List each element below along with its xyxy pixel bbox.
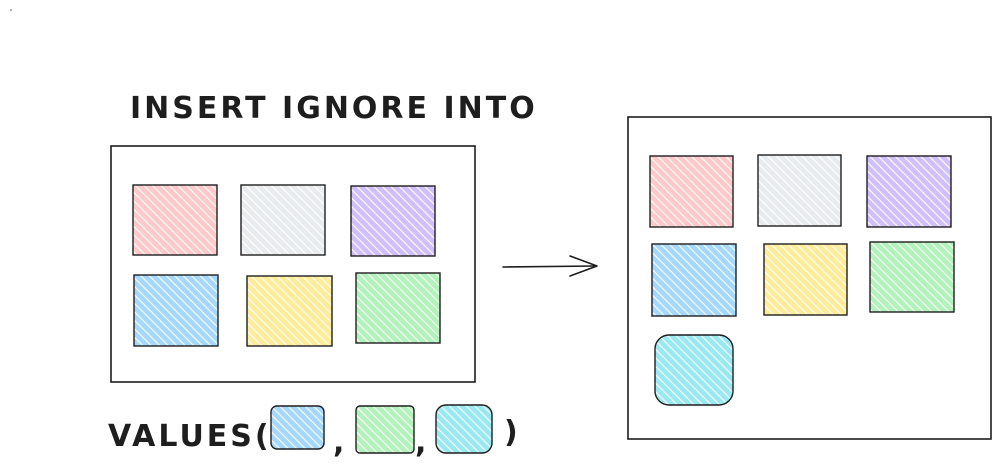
values-label: VALUES( — [108, 419, 272, 454]
source-row-gray — [240, 184, 326, 256]
source-row-yellow — [246, 275, 333, 347]
result-table-frame — [627, 116, 992, 440]
result-row-yellow — [763, 243, 848, 316]
source-row-green — [355, 272, 441, 344]
result-row-cyan — [654, 334, 734, 406]
result-row-red — [649, 155, 734, 228]
arrow-icon — [502, 255, 598, 277]
stray-dot — [10, 9, 12, 11]
source-table-frame — [110, 145, 476, 383]
title-text: INSERT IGNORE INTO — [130, 91, 538, 126]
values-item-cyan — [435, 404, 493, 454]
values-comma-2: , — [415, 425, 429, 460]
source-row-blue — [133, 274, 219, 347]
values-comma-1: , — [333, 425, 347, 460]
source-row-purple — [350, 185, 436, 257]
row-boxes — [132, 154, 955, 454]
values-item-blue — [270, 405, 325, 450]
source-row-red — [132, 184, 218, 256]
result-row-blue — [651, 243, 737, 317]
result-row-purple — [866, 155, 952, 228]
values-item-green — [355, 405, 415, 454]
result-row-green — [869, 241, 955, 313]
result-row-gray — [757, 154, 842, 227]
values-close-paren: ) — [504, 415, 521, 450]
